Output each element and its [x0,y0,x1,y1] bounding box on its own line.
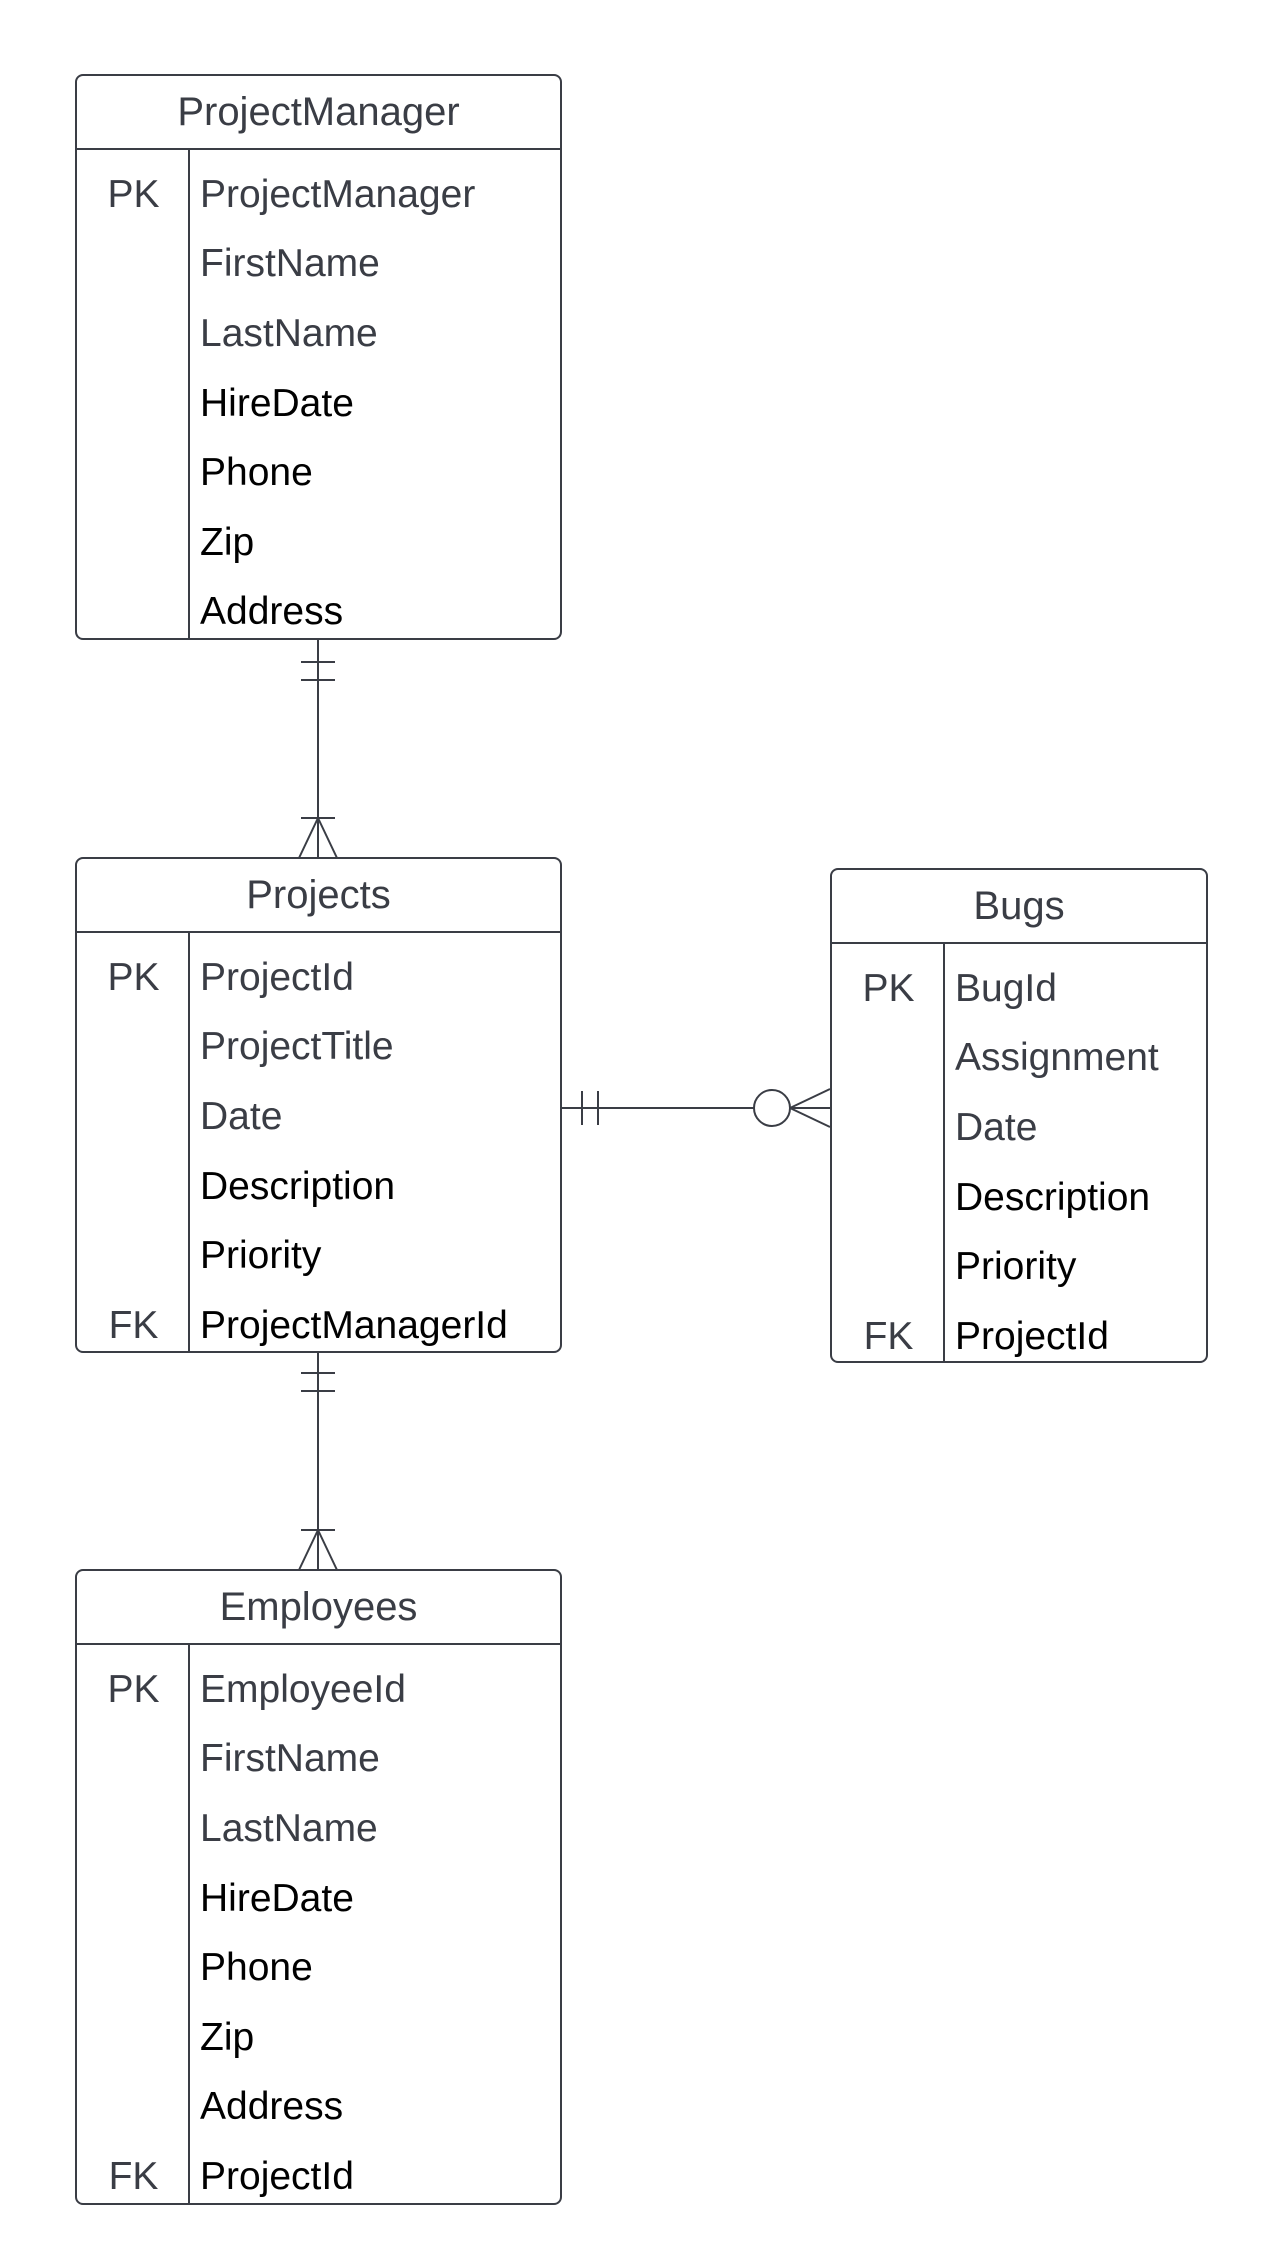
crowfoot-prong-right [317,1529,338,1571]
attribute-name: Zip [200,2015,255,2059]
attribute-name: ProjectId [955,1314,1109,1358]
attribute-row[interactable]: FK ProjectId [832,1302,1206,1361]
attribute-row[interactable]: PK EmployeeId [77,1655,560,1725]
attribute-row[interactable]: Address [77,2073,560,2143]
attribute-name: EmployeeId [200,1667,406,1711]
attribute-name: ProjectManagerId [200,1303,508,1347]
crowfoot-prong-right [317,817,338,859]
key-column-divider [188,1645,190,2203]
attribute-name: Address [200,2085,344,2129]
attribute-row[interactable]: Zip [77,2003,560,2073]
key-column-divider [943,944,945,1361]
attribute-row[interactable]: Assignment [832,1024,1206,1094]
attribute-name: FirstName [200,242,380,286]
relationship-projects-bugs[interactable] [561,1088,831,1128]
attribute-name: Zip [200,520,255,564]
attribute-name: Assignment [955,1036,1159,1080]
key-marker: PK [107,172,160,216]
attribute-row[interactable]: Description [77,1152,560,1222]
attribute-name: LastName [200,311,378,355]
crowfoot-prong-bottom [789,1107,831,1128]
attribute-row[interactable]: HireDate [77,1864,560,1934]
key-column-divider [188,150,190,638]
attribute-name: FirstName [200,1737,380,1781]
attribute-row[interactable]: LastName [77,299,560,369]
attribute-row[interactable]: Phone [77,438,560,508]
attribute-row[interactable]: Phone [77,1933,560,2003]
attribute-row[interactable]: Priority [77,1221,560,1291]
attribute-name: HireDate [200,381,354,425]
attribute-name: ProjectId [200,955,354,999]
attribute-name: BugId [955,966,1057,1010]
attribute-row[interactable]: PK ProjectManager [77,160,560,230]
crowfoot-prong-left [298,817,319,859]
attribute-row[interactable]: Date [832,1093,1206,1163]
attribute-row[interactable]: Priority [832,1232,1206,1302]
relationship-projects-employees[interactable] [298,1352,338,1571]
entity-title: ProjectManager [77,76,560,150]
key-marker: FK [108,2154,159,2198]
attribute-row[interactable]: Description [832,1163,1206,1233]
attribute-name: Phone [200,451,313,495]
attribute-row[interactable]: Address [77,578,560,638]
attribute-row[interactable]: ProjectTitle [77,1013,560,1083]
key-marker: FK [108,1303,159,1347]
entity-title: Projects [77,859,560,933]
attribute-name: Priority [200,1234,322,1278]
attribute-name: Priority [955,1245,1077,1289]
attribute-row[interactable]: PK BugId [832,954,1206,1024]
attribute-row[interactable]: FK ProjectId [77,2142,560,2203]
attribute-name: ProjectManager [200,172,476,216]
key-marker: PK [862,966,915,1010]
attribute-name: Date [200,1094,283,1138]
key-column-divider [188,933,190,1351]
attribute-row[interactable]: FirstName [77,1725,560,1795]
attribute-name: Description [200,1164,396,1208]
attribute-name: HireDate [200,1876,354,1920]
entity-title: Employees [77,1571,560,1645]
attribute-row[interactable]: LastName [77,1794,560,1864]
key-marker: PK [107,1667,160,1711]
crowfoot-prong-top [789,1088,831,1109]
attribute-row[interactable]: FK ProjectManagerId [77,1291,560,1351]
crowfoot-prong-left [298,1529,319,1571]
attribute-name: ProjectTitle [200,1025,394,1069]
attribute-name: LastName [200,1806,378,1850]
attribute-row[interactable]: FirstName [77,230,560,300]
attribute-name: Date [955,1105,1038,1149]
attribute-row[interactable]: Date [77,1082,560,1152]
relationship-projectmanager-projects[interactable] [298,638,338,859]
attribute-name: Phone [200,1946,313,1990]
attribute-name: ProjectId [200,2154,354,2198]
attribute-row[interactable]: HireDate [77,369,560,439]
entity-title: Bugs [832,870,1206,944]
attribute-name: Address [200,590,344,634]
key-marker: PK [107,955,160,999]
attribute-row[interactable]: Zip [77,508,560,578]
attribute-row[interactable]: PK ProjectId [77,943,560,1013]
zero-optional-circle [753,1089,791,1127]
attribute-name: Description [955,1175,1151,1219]
key-marker: FK [863,1314,914,1358]
